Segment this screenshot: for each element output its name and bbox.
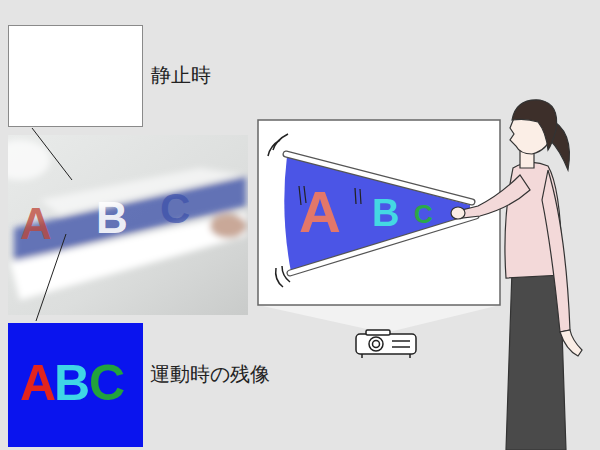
ghost-letter: C — [160, 186, 190, 232]
wedge-letter: A — [299, 180, 341, 244]
afterimage-view-box: ABC運動時の残像 — [8, 323, 143, 447]
letter-c: C — [89, 356, 125, 411]
wedge-letter: C — [414, 200, 433, 229]
wedge-letter: B — [372, 193, 399, 235]
presenter — [451, 100, 582, 450]
projector-beam — [258, 305, 500, 333]
leader-line — [32, 128, 72, 180]
letter-b: B — [54, 356, 90, 411]
ghost-letter: A — [20, 200, 52, 248]
caption-text: 運動時の残像 — [150, 363, 270, 385]
caption-text: 静止時 — [151, 64, 211, 86]
motion-photo — [8, 135, 248, 315]
letter-a: A — [20, 356, 56, 411]
projector — [356, 330, 416, 358]
static-view-box: 静止時 — [8, 25, 143, 127]
screen — [258, 120, 500, 305]
ghost-letter: B — [96, 194, 128, 242]
afterimage-wedge — [284, 156, 470, 272]
